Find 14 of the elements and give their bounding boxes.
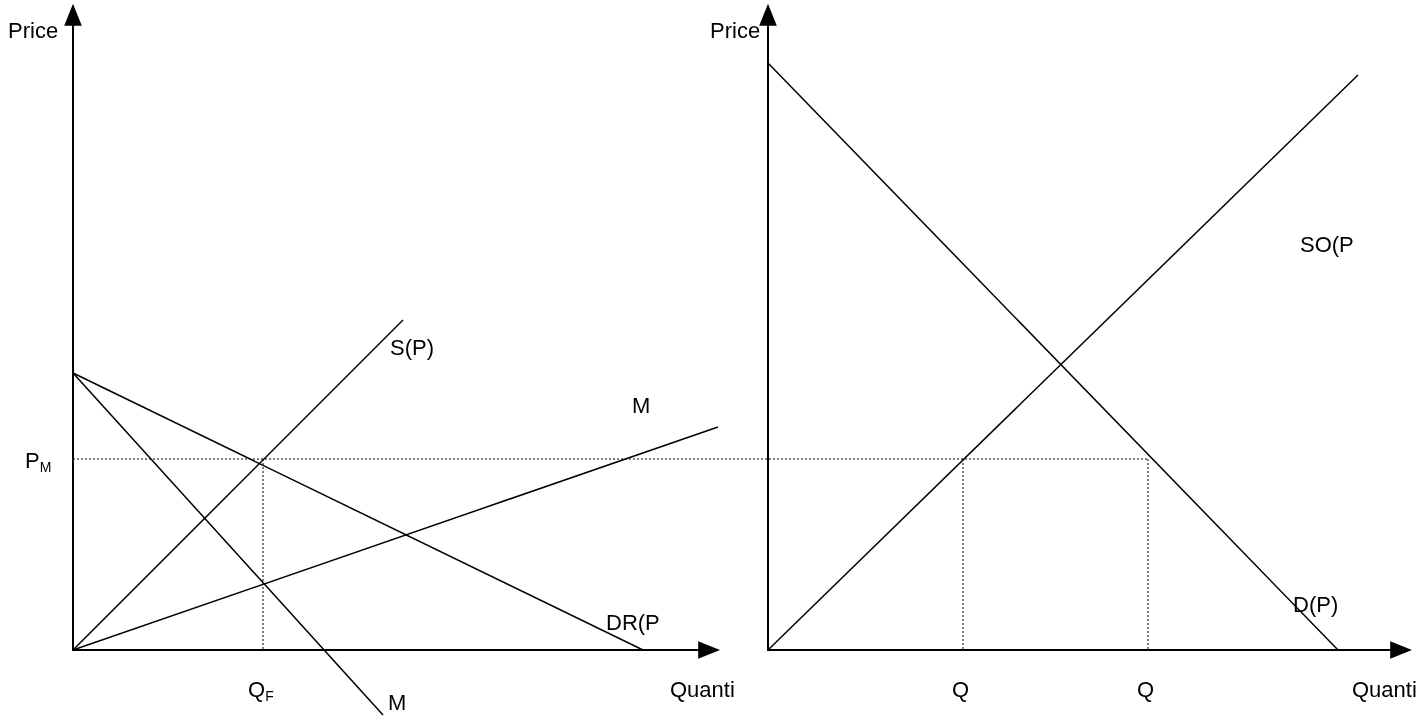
quantity-label: Q$_{F}$: [248, 677, 274, 706]
axis-label: Price: [710, 18, 761, 44]
axis-label: Quanti: [1352, 677, 1417, 703]
quantity-label: Q: [1137, 677, 1155, 703]
curve-label: M: [388, 690, 407, 716]
axis-label: Quanti: [670, 677, 735, 703]
axis-label: Price: [8, 18, 59, 44]
quantity-label: Q: [952, 677, 970, 703]
curve-label: D(P): [1293, 592, 1339, 618]
curve-label: S(P): [390, 335, 434, 361]
price-label: P$_{M}$: [25, 448, 52, 477]
curve-label: SO(P: [1300, 232, 1354, 258]
curve-label: M: [632, 393, 651, 419]
curve-label: DR(P: [606, 610, 660, 636]
